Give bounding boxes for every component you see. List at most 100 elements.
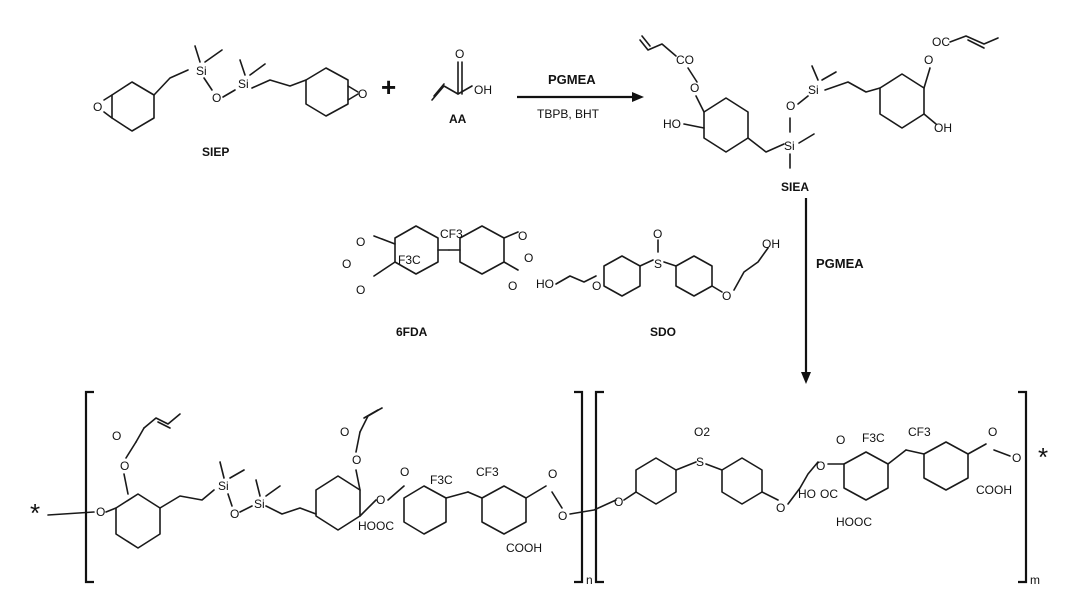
poly-o-11: O xyxy=(776,501,785,515)
aa-structure: O OH AA xyxy=(432,47,492,126)
sdo-oh: OH xyxy=(762,237,780,251)
epoxide-o-right: O xyxy=(358,87,367,101)
poly-o-3: O xyxy=(112,429,121,443)
poly-o-5: O xyxy=(340,425,349,439)
sixfda-o6: O xyxy=(508,279,517,293)
poly-ring-6 xyxy=(722,458,762,504)
sdo-so-top: O xyxy=(653,227,662,241)
aa-carbonyl-o: O xyxy=(455,47,464,61)
poly-oc: OC xyxy=(820,487,838,501)
poly-o-13: O xyxy=(836,433,845,447)
siea-oh-right: OH xyxy=(934,121,952,135)
siea-ester-o-right: O xyxy=(924,53,933,67)
poly-ring-5 xyxy=(636,458,676,504)
sixfda-o4: O xyxy=(518,229,527,243)
reaction2-arrow: PGMEA xyxy=(801,198,864,384)
repeat-n: n xyxy=(586,573,593,587)
poly-o-15: O xyxy=(1012,451,1021,465)
polymer-end-left: * xyxy=(30,498,40,528)
sdo-label: SDO xyxy=(650,325,676,339)
siea-ho-left: HO xyxy=(663,117,681,131)
poly-f3c-2: F3C xyxy=(862,431,885,445)
sdo-o-left: O xyxy=(592,279,601,293)
sdo-o-right: O xyxy=(722,289,731,303)
poly-f3c-1: F3C xyxy=(430,473,453,487)
poly-ring-3 xyxy=(404,486,446,534)
bracket-m-right xyxy=(1018,392,1026,582)
siea-ring-right xyxy=(880,74,924,128)
sdo-ho: HO xyxy=(536,277,554,291)
poly-ring-4 xyxy=(482,486,526,534)
poly-o-7: O xyxy=(400,465,409,479)
poly-o-1: O xyxy=(96,505,105,519)
poly-ho: HO xyxy=(798,487,816,501)
polymer-structure: * O O O Si O Si O O O xyxy=(30,392,1048,587)
poly-cooh-1: COOH xyxy=(506,541,542,555)
poly-o-8: O xyxy=(548,467,557,481)
poly-hooc-2: HOOC xyxy=(836,515,872,529)
poly-ring-2 xyxy=(316,476,360,530)
siep-o-bridge: O xyxy=(212,91,221,105)
bracket-m-left xyxy=(596,392,604,582)
sixfda-structure: F3C CF3 O O O O O O 6FDA xyxy=(342,226,533,339)
siep-ring-left xyxy=(112,82,154,131)
sixfda-o2: O xyxy=(342,257,351,271)
epoxide-o-left: O xyxy=(93,100,102,114)
poly-o-2: O xyxy=(120,459,129,473)
siea-o-bridge: O xyxy=(786,99,795,113)
siep-label: SIEP xyxy=(202,145,229,159)
poly-cooh-2: COOH xyxy=(976,483,1012,497)
poly-s: S xyxy=(696,455,704,469)
reaction1-solvent: PGMEA xyxy=(548,72,596,87)
poly-o-4: O xyxy=(352,453,361,467)
siea-carbonyl-right: OC xyxy=(932,35,950,49)
polymer-end-right: * xyxy=(1038,442,1048,472)
siep-si-left: Si xyxy=(196,64,207,78)
sdo-ring-left xyxy=(604,256,640,296)
poly-hooc-1: HOOC xyxy=(358,519,394,533)
reaction1-arrow: PGMEA TBPB, BHT xyxy=(517,72,644,121)
siea-structure: HO O CO Si O Si OH O OC SIEA xyxy=(640,35,998,194)
siea-label: SIEA xyxy=(781,180,809,194)
poly-so2: O2 xyxy=(694,425,710,439)
sdo-s: S xyxy=(654,257,662,271)
poly-o-10: O xyxy=(614,495,623,509)
poly-o-6: O xyxy=(376,493,385,507)
poly-o-12: O xyxy=(816,459,825,473)
bracket-n-right xyxy=(574,392,582,582)
poly-ring-1 xyxy=(116,494,160,548)
reaction1-reagents: TBPB, BHT xyxy=(537,107,600,121)
poly-o-9: O xyxy=(558,509,567,523)
poly-cf3-2: CF3 xyxy=(908,425,931,439)
sixfda-cf3: CF3 xyxy=(440,227,463,241)
siea-carbonyl-left: CO xyxy=(676,53,694,67)
aa-label: AA xyxy=(449,112,467,126)
poly-cf3-1: CF3 xyxy=(476,465,499,479)
siea-ring-left xyxy=(704,98,748,152)
sixfda-o3: O xyxy=(356,283,365,297)
siea-si-lower: Si xyxy=(784,139,795,153)
sixfda-label: 6FDA xyxy=(396,325,428,339)
siep-structure: O Si O Si O SIEP xyxy=(93,46,367,159)
poly-o-14: O xyxy=(988,425,997,439)
plus-sign: + xyxy=(381,72,396,102)
poly-si-2: Si xyxy=(254,497,265,511)
siep-ring-right xyxy=(306,68,348,116)
sixfda-o1: O xyxy=(356,235,365,249)
sixfda-o5: O xyxy=(524,251,533,265)
sixfda-f3c: F3C xyxy=(398,253,421,267)
poly-ring-7 xyxy=(844,452,888,500)
poly-ring-8 xyxy=(924,442,968,490)
poly-o-si: O xyxy=(230,507,239,521)
bracket-n-left xyxy=(86,392,94,582)
aa-oh: OH xyxy=(474,83,492,97)
siea-si-upper: Si xyxy=(808,83,819,97)
sdo-ring-right xyxy=(676,256,712,296)
repeat-m: m xyxy=(1030,573,1040,587)
reaction2-solvent: PGMEA xyxy=(816,256,864,271)
sdo-structure: HO O S O O OH SDO xyxy=(536,227,780,339)
siep-si-right: Si xyxy=(238,77,249,91)
poly-si-1: Si xyxy=(218,479,229,493)
siea-ester-o-left: O xyxy=(690,81,699,95)
